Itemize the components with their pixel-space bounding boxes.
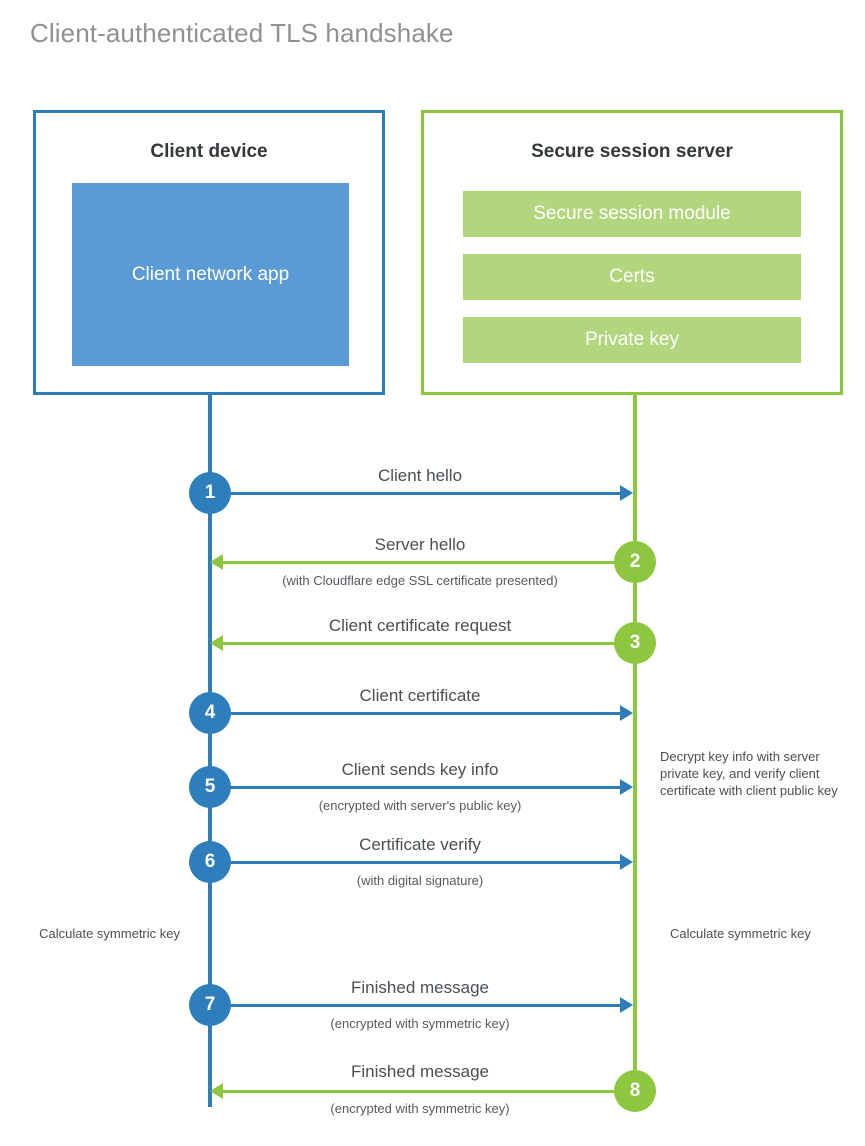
step-7-arrowhead-icon xyxy=(620,997,633,1013)
step-8-badge[interactable]: 8 xyxy=(614,1070,656,1112)
step-2-arrow-line xyxy=(214,561,634,564)
step-2-sublabel: (with Cloudflare edge SSL certificate pr… xyxy=(282,573,558,588)
step-2-label: Server hello xyxy=(374,535,466,554)
step-5-badge[interactable]: 5 xyxy=(189,766,231,808)
step-1-badge[interactable]: 1 xyxy=(189,472,231,514)
step-8-label: Finished message xyxy=(351,1062,489,1081)
step-2-arrowhead-icon xyxy=(210,554,223,570)
step-4-arrow-line xyxy=(210,712,622,715)
step-7-label: Finished message xyxy=(351,978,489,997)
step-2-badge[interactable]: 2 xyxy=(614,541,656,583)
page-title: Client-authenticated TLS handshake xyxy=(30,18,454,48)
server-calculate-symmetric-key-note: Calculate symmetric key xyxy=(670,926,811,941)
step-4-label: Client certificate xyxy=(359,686,481,705)
step-1-label: Client hello xyxy=(377,466,463,485)
server-bar-certs: Certs xyxy=(463,254,801,300)
step-6-label: Certificate verify xyxy=(359,835,481,854)
step-6-arrow-line xyxy=(210,861,622,864)
step-5-arrowhead-icon xyxy=(620,779,633,795)
client-network-app-block: Client network app xyxy=(72,183,349,366)
server-bar-secure-session-module: Secure session module xyxy=(463,191,801,237)
client-device-title: Client device xyxy=(150,141,268,162)
step-5-sublabel: (encrypted with server's public key) xyxy=(318,798,522,813)
step-3-arrowhead-icon xyxy=(210,635,223,651)
server-lifeline xyxy=(633,393,637,1093)
step-5-arrow-line xyxy=(210,786,622,789)
step-6-arrowhead-icon xyxy=(620,854,633,870)
step-7-arrow-line xyxy=(210,1004,622,1007)
server-decrypt-note: Decrypt key info with server private key… xyxy=(660,749,838,798)
secure-session-server-box: Secure session server Secure session mod… xyxy=(421,110,843,395)
step-3-label: Client certificate request xyxy=(328,616,512,635)
step-4-arrowhead-icon xyxy=(620,705,633,721)
step-8-arrow-line xyxy=(214,1090,634,1093)
step-3-arrow-line xyxy=(214,642,634,645)
client-lifeline xyxy=(208,393,212,1107)
step-8-sublabel: (encrypted with symmetric key) xyxy=(330,1101,510,1116)
client-device-box: Client device Client network app xyxy=(33,110,385,395)
step-7-badge[interactable]: 7 xyxy=(189,984,231,1026)
server-bar-private-key: Private key xyxy=(463,317,801,363)
step-1-arrowhead-icon xyxy=(620,485,633,501)
client-network-app-label: Client network app xyxy=(131,264,290,285)
step-1-arrow-line xyxy=(210,492,622,495)
step-8-arrowhead-icon xyxy=(210,1083,223,1099)
step-4-badge[interactable]: 4 xyxy=(189,692,231,734)
step-5-label: Client sends key info xyxy=(341,760,499,779)
secure-session-server-title: Secure session server xyxy=(531,141,733,162)
step-7-sublabel: (encrypted with symmetric key) xyxy=(330,1016,510,1031)
client-calculate-symmetric-key-note: Calculate symmetric key xyxy=(39,926,180,941)
step-6-sublabel: (with digital signature) xyxy=(356,873,484,888)
step-3-badge[interactable]: 3 xyxy=(614,622,656,664)
step-6-badge[interactable]: 6 xyxy=(189,841,231,883)
